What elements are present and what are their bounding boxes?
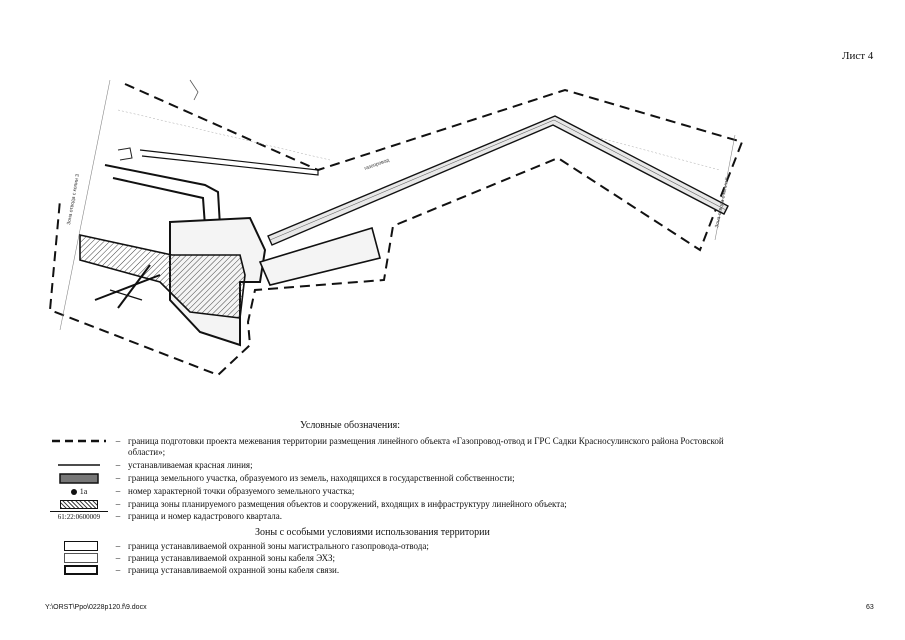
point-symbol: 1а bbox=[50, 486, 108, 497]
legend-dash: – bbox=[115, 565, 121, 575]
legend-row: – устанавливаемая красная линия; bbox=[50, 460, 738, 471]
cadastral-number: 61:22:0600009 bbox=[57, 513, 101, 521]
legend-text: номер характерной точки образуемого земе… bbox=[128, 486, 355, 496]
land-boundary-symbol bbox=[50, 473, 108, 484]
legend-text: граница земельного участка, образуемого … bbox=[128, 473, 515, 483]
dashed-line-symbol bbox=[50, 436, 108, 447]
ehz-zone-symbol bbox=[50, 553, 108, 564]
legend-text: граница зоны планируемого размещения объ… bbox=[128, 499, 567, 509]
legend-dash: – bbox=[115, 473, 121, 483]
map-label: газопровод bbox=[364, 157, 390, 172]
infrastructure-zone bbox=[79, 234, 246, 319]
land-plot-boundary bbox=[258, 226, 381, 286]
legend-row: 61:22:0600009 – граница и номер кадастро… bbox=[50, 511, 738, 523]
reference-line bbox=[117, 109, 331, 161]
point-label: 1а bbox=[79, 487, 88, 496]
cadastral-symbol: 61:22:0600009 bbox=[50, 511, 108, 523]
zone-text: граница устанавливаемой охранной зоны ка… bbox=[128, 565, 340, 575]
site-plan-map: Зона отвода с копии 3 Зона отвода с копи… bbox=[48, 79, 744, 377]
legend-text: устанавливаемая красная линия; bbox=[128, 460, 253, 470]
comm-zone-symbol bbox=[50, 565, 108, 576]
map-detail bbox=[117, 147, 133, 161]
reference-line bbox=[59, 79, 111, 331]
legend-text: граница подготовки проекта межевания тер… bbox=[128, 436, 724, 457]
map-label: Зона отвода с копии 3 bbox=[66, 173, 81, 225]
project-boundary bbox=[48, 83, 744, 377]
legend-row: – граница зоны планируемого размещения о… bbox=[50, 499, 738, 510]
legend-dash: – bbox=[115, 553, 121, 563]
map-detail bbox=[189, 79, 199, 101]
gas-zone-symbol bbox=[50, 541, 108, 552]
legend-dash: – bbox=[115, 541, 121, 551]
pipeline-corridor bbox=[267, 115, 729, 246]
legend-dash: – bbox=[115, 511, 121, 521]
legend-dash: – bbox=[115, 436, 121, 446]
pipeline-centerline bbox=[269, 119, 555, 241]
cable-line bbox=[94, 274, 161, 301]
zones-title: Зоны с особыми условиями использования т… bbox=[255, 527, 490, 538]
legend-text: граница и номер кадастрового квартала. bbox=[128, 511, 283, 521]
legend-dash: – bbox=[115, 499, 121, 509]
zone-text: граница устанавливаемой охранной зоны ка… bbox=[128, 553, 335, 563]
zone-text: граница устанавливаемой охранной зоны ма… bbox=[128, 541, 429, 551]
hatched-symbol bbox=[50, 499, 108, 510]
pipeline-centerline bbox=[553, 119, 727, 211]
legend-row: – граница земельного участка, образуемог… bbox=[50, 473, 738, 484]
page-number: 63 bbox=[866, 604, 874, 611]
land-plot-boundary bbox=[104, 164, 222, 227]
reference-line bbox=[714, 134, 736, 241]
zone-row: – граница устанавливаемой охранной зоны … bbox=[50, 541, 738, 552]
point-icon bbox=[70, 488, 77, 495]
zone-row: – граница устанавливаемой охранной зоны … bbox=[50, 553, 738, 564]
cable-line bbox=[117, 264, 151, 309]
sheet-label: Лист 4 bbox=[842, 50, 874, 62]
red-line-symbol bbox=[50, 460, 108, 471]
legend-dash: – bbox=[115, 486, 121, 496]
cable-line bbox=[109, 289, 143, 301]
legend-title: Условные обозначения: bbox=[300, 420, 401, 431]
zone-row: – граница устанавливаемой охранной зоны … bbox=[50, 565, 738, 576]
legend-row: – граница подготовки проекта межевания т… bbox=[50, 436, 738, 458]
footer-file-path: Y:\ORST\Ppo\0228p120.f\9.docx bbox=[45, 604, 147, 611]
legend-dash: – bbox=[115, 460, 121, 470]
legend-row: 1а – номер характерной точки образуемого… bbox=[50, 486, 738, 497]
land-plot-boundary bbox=[139, 149, 319, 176]
